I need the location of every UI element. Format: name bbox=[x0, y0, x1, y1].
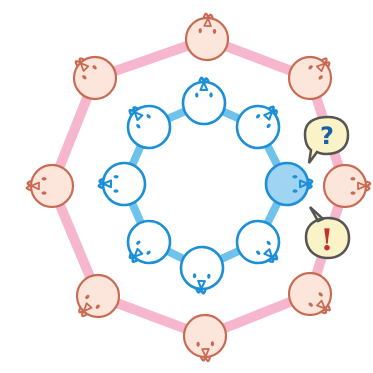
orange-bird-head-icon bbox=[280, 45, 342, 107]
blue-bird-head-icon bbox=[228, 212, 290, 274]
eye-icon bbox=[42, 177, 47, 180]
head-shape bbox=[65, 48, 124, 107]
blue-bird-head-icon bbox=[183, 78, 226, 125]
orange-bird-head-icon bbox=[185, 13, 229, 61]
highlighted-blue-bird-head-icon bbox=[266, 163, 313, 206]
head-shape bbox=[280, 48, 339, 107]
blue-bird-head-icon bbox=[99, 163, 146, 206]
exclamation-mark-icon: ! bbox=[320, 223, 333, 258]
head-shape bbox=[68, 266, 127, 325]
head-shape bbox=[280, 264, 339, 323]
orange-bird-head-icon bbox=[324, 165, 371, 207]
blue-bird-head-icon bbox=[116, 94, 178, 156]
blue-bird-head-icon bbox=[180, 246, 224, 294]
eye-icon bbox=[41, 191, 46, 194]
orange-bird-head-icon bbox=[280, 264, 342, 326]
orange-bird-head-icon bbox=[65, 266, 127, 328]
orange-bird-head-icon bbox=[183, 314, 227, 362]
outer-bird-group bbox=[27, 13, 371, 362]
question-speech-bubble: ? bbox=[305, 117, 348, 163]
exclamation-speech-bubble: ! bbox=[306, 207, 349, 258]
orange-bird-head-icon bbox=[62, 45, 124, 107]
blue-bird-head-icon bbox=[116, 212, 178, 274]
question-mark-icon: ? bbox=[320, 122, 334, 150]
inner-bird-group bbox=[99, 78, 313, 294]
blue-bird-head-icon bbox=[228, 94, 290, 156]
orange-bird-head-icon bbox=[27, 165, 74, 207]
head-shape bbox=[228, 212, 287, 271]
head-shape bbox=[119, 212, 178, 271]
head-shape bbox=[119, 97, 178, 156]
head-shape bbox=[228, 97, 287, 156]
